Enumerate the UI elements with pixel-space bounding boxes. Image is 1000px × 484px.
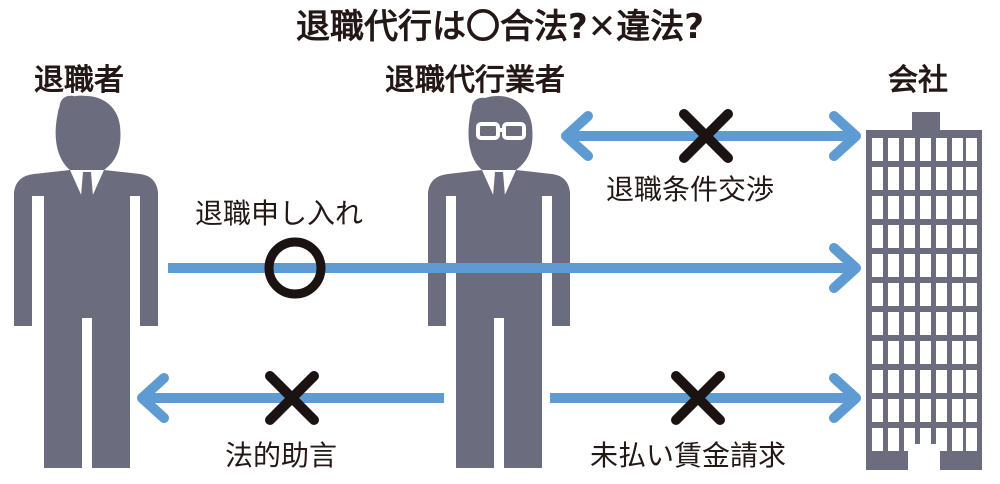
building-window: [872, 283, 883, 306]
cross-mark-negotiation: [679, 109, 733, 163]
cross-mark-legal-advice: [265, 371, 319, 425]
building-window: [952, 399, 963, 422]
building-window: [966, 428, 977, 451]
building-window: [966, 167, 977, 190]
building-window: [952, 341, 963, 364]
businessman-icon: [14, 95, 158, 468]
building-window: [872, 399, 883, 422]
building-window: [936, 225, 947, 248]
unpaid-wage-label: 未払い賃金請求: [590, 439, 787, 472]
building-window: [904, 167, 915, 190]
cross-mark-unpaid-wage: [671, 371, 725, 425]
building-window: [920, 312, 931, 335]
building-window: [920, 341, 931, 364]
building-window: [952, 370, 963, 393]
building-window: [936, 341, 947, 364]
building-window: [888, 225, 899, 248]
building-window: [888, 341, 899, 364]
building-window: [952, 225, 963, 248]
building-window: [904, 399, 915, 422]
building-window: [966, 370, 977, 393]
building-window: [888, 167, 899, 190]
building-window: [920, 196, 931, 219]
building-window: [888, 428, 899, 451]
building-window: [952, 254, 963, 277]
building-window: [966, 399, 977, 422]
building-window: [904, 254, 915, 277]
building-window: [920, 138, 931, 161]
building-window: [966, 341, 977, 364]
building-window: [888, 312, 899, 335]
building-window: [872, 138, 883, 161]
building-window: [872, 167, 883, 190]
building-window: [872, 225, 883, 248]
building-window: [920, 254, 931, 277]
building-window: [888, 196, 899, 219]
building-window: [952, 167, 963, 190]
building-window: [920, 225, 931, 248]
building-window: [888, 283, 899, 306]
building-window: [872, 254, 883, 277]
building-window: [936, 399, 947, 422]
building-window: [936, 167, 947, 190]
employee-label: 退職者: [34, 63, 124, 98]
building-window: [904, 312, 915, 335]
building-window: [904, 283, 915, 306]
legal-advice-label: 法的助言: [225, 439, 338, 472]
building-window: [936, 312, 947, 335]
building-window: [872, 341, 883, 364]
office-building-icon: [866, 112, 982, 470]
building-window: [888, 138, 899, 161]
building-window: [920, 428, 931, 451]
building-window: [904, 341, 915, 364]
building-window: [904, 370, 915, 393]
building-window: [888, 399, 899, 422]
building-window: [936, 370, 947, 393]
building-window: [966, 196, 977, 219]
building-window: [904, 428, 915, 451]
building-window: [966, 138, 977, 161]
building-window: [966, 254, 977, 277]
building-window: [936, 196, 947, 219]
building-window: [872, 428, 883, 451]
diagram-title: 退職代行は〇合法?✕違法?: [296, 7, 704, 47]
building-window: [936, 283, 947, 306]
businessman-glasses-icon: [428, 96, 570, 468]
circle-mark-resignation: [264, 237, 326, 299]
building-window: [888, 254, 899, 277]
building-window: [904, 196, 915, 219]
building-window: [920, 167, 931, 190]
building-window: [952, 138, 963, 161]
building-window: [952, 312, 963, 335]
building-window: [966, 283, 977, 306]
building-window: [888, 370, 899, 393]
building-window: [872, 312, 883, 335]
building-window: [952, 196, 963, 219]
building-window: [920, 370, 931, 393]
building-window: [904, 138, 915, 161]
building-window: [966, 225, 977, 248]
building-window: [920, 399, 931, 422]
agency-label: 退職代行業者: [385, 63, 565, 98]
resignation-notice-label: 退職申し入れ: [195, 197, 364, 230]
building-window: [904, 225, 915, 248]
building-window: [872, 196, 883, 219]
building-window: [936, 138, 947, 161]
building-window: [872, 370, 883, 393]
building-window: [952, 283, 963, 306]
company-label: 会社: [888, 63, 948, 98]
building-window: [952, 428, 963, 451]
building-window: [936, 428, 947, 451]
building-window: [920, 283, 931, 306]
negotiation-label: 退職条件交渉: [606, 173, 775, 206]
building-window: [936, 254, 947, 277]
resignation-notice-arrow: [168, 248, 856, 288]
building-window: [966, 312, 977, 335]
